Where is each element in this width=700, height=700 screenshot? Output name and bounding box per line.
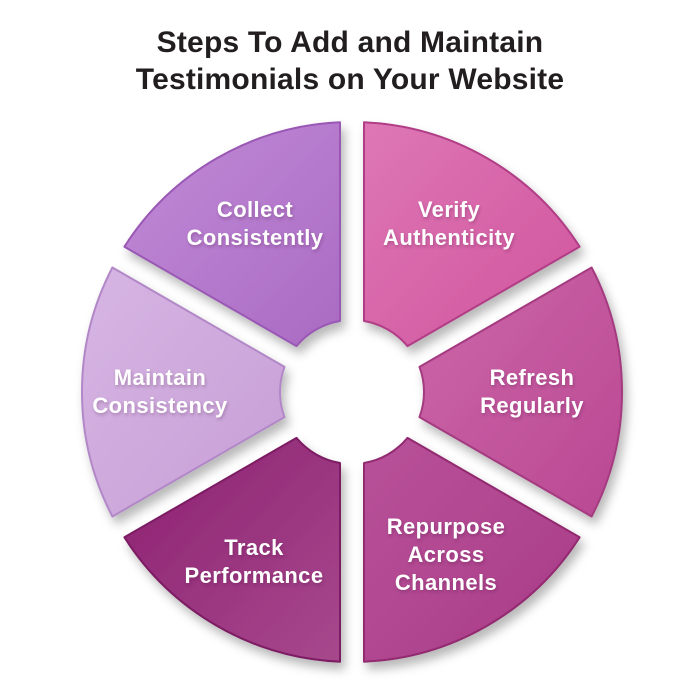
title-line-2: Testimonials on Your Website [135,63,565,96]
page-title: Steps To Add and Maintain Testimonials o… [0,24,700,98]
title-line-1: Steps To Add and Maintain [156,26,544,59]
segment-maintain-consistency [81,266,286,518]
segment-track-performance [123,436,341,663]
segment-verify-authenticity [363,121,581,348]
segment-repurpose-across-channels [363,436,581,663]
segment-collect-consistently [123,121,341,348]
segment-refresh-regularly [418,266,623,518]
